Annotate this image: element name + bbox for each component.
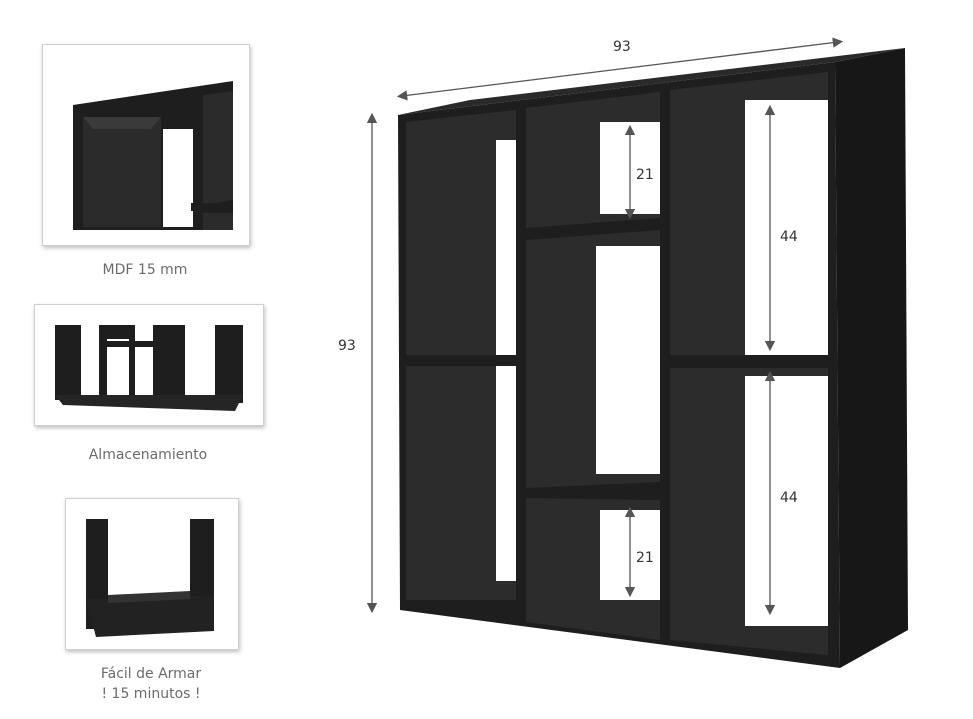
thumbnail-mdf xyxy=(42,44,250,246)
storage-image xyxy=(55,325,243,411)
small-top-label: 21 xyxy=(636,167,654,183)
width-label: 93 xyxy=(613,39,631,55)
mdf-closeup-image xyxy=(73,81,233,230)
large-top-label: 44 xyxy=(780,229,798,245)
height-label: 93 xyxy=(338,338,356,354)
caption-easy-assembly-title: Fácil de Armar xyxy=(100,666,202,682)
caption-mdf: MDF 15 mm xyxy=(102,262,188,278)
thumbnail-storage xyxy=(34,304,264,426)
caption-storage: Almacenamiento xyxy=(88,447,208,463)
caption-easy-assembly-time: ! 15 minutos ! xyxy=(101,686,201,702)
small-bottom-label: 21 xyxy=(636,550,654,566)
assembly-image xyxy=(86,519,214,637)
caption-easy-assembly: Fácil de Armar ! 15 minutos ! xyxy=(65,664,237,704)
large-bottom-label: 44 xyxy=(780,490,798,506)
shelf-side-panel xyxy=(835,48,908,668)
thumbnail-easy-assembly xyxy=(65,498,239,650)
width-arrow xyxy=(396,37,844,101)
